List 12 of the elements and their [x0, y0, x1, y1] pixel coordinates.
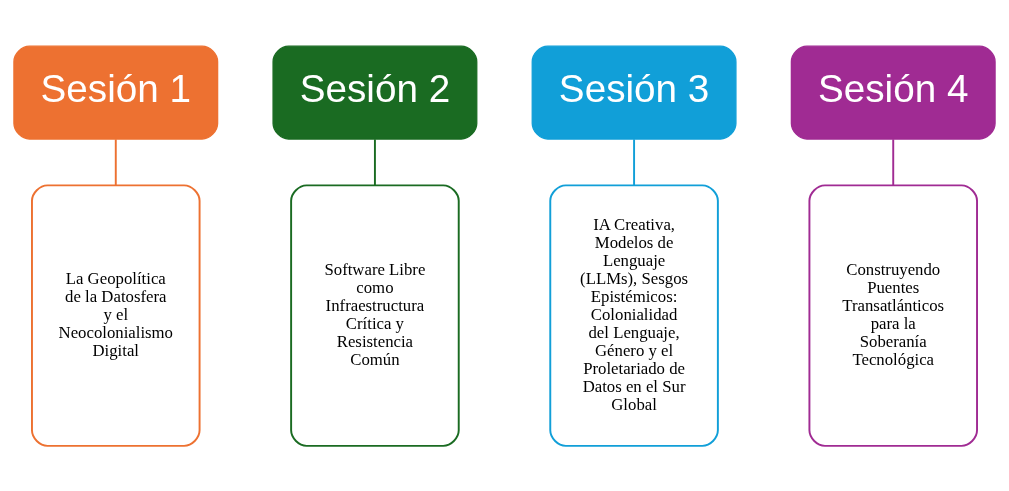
- connector: [892, 137, 895, 186]
- node-box: Sesión 1: [13, 45, 219, 140]
- node-box: Sesión 2: [272, 45, 478, 140]
- node-box: Sesión 4: [790, 45, 996, 140]
- node-box: Software Libre como Infraestructura Crítica y Resistencia Común: [290, 183, 460, 447]
- node-box: IA Creativa, Modelos de Lenguaje (LLMs), Sesgos Epistémicos: Colonialidad del Lenguaje, Género y el Proletariado de Datos en el Sur Global: [549, 183, 719, 447]
- node-box: Sesión 3: [531, 45, 737, 140]
- connector: [633, 137, 636, 186]
- connector: [373, 137, 376, 186]
- node-box: La Geopolítica de la Datosfera y el Neocolonialismo Digital: [31, 183, 201, 447]
- connector: [114, 137, 117, 186]
- node-box: Construyendo Puentes Transatlánticos para la Soberanía Tecnológica: [808, 183, 978, 447]
